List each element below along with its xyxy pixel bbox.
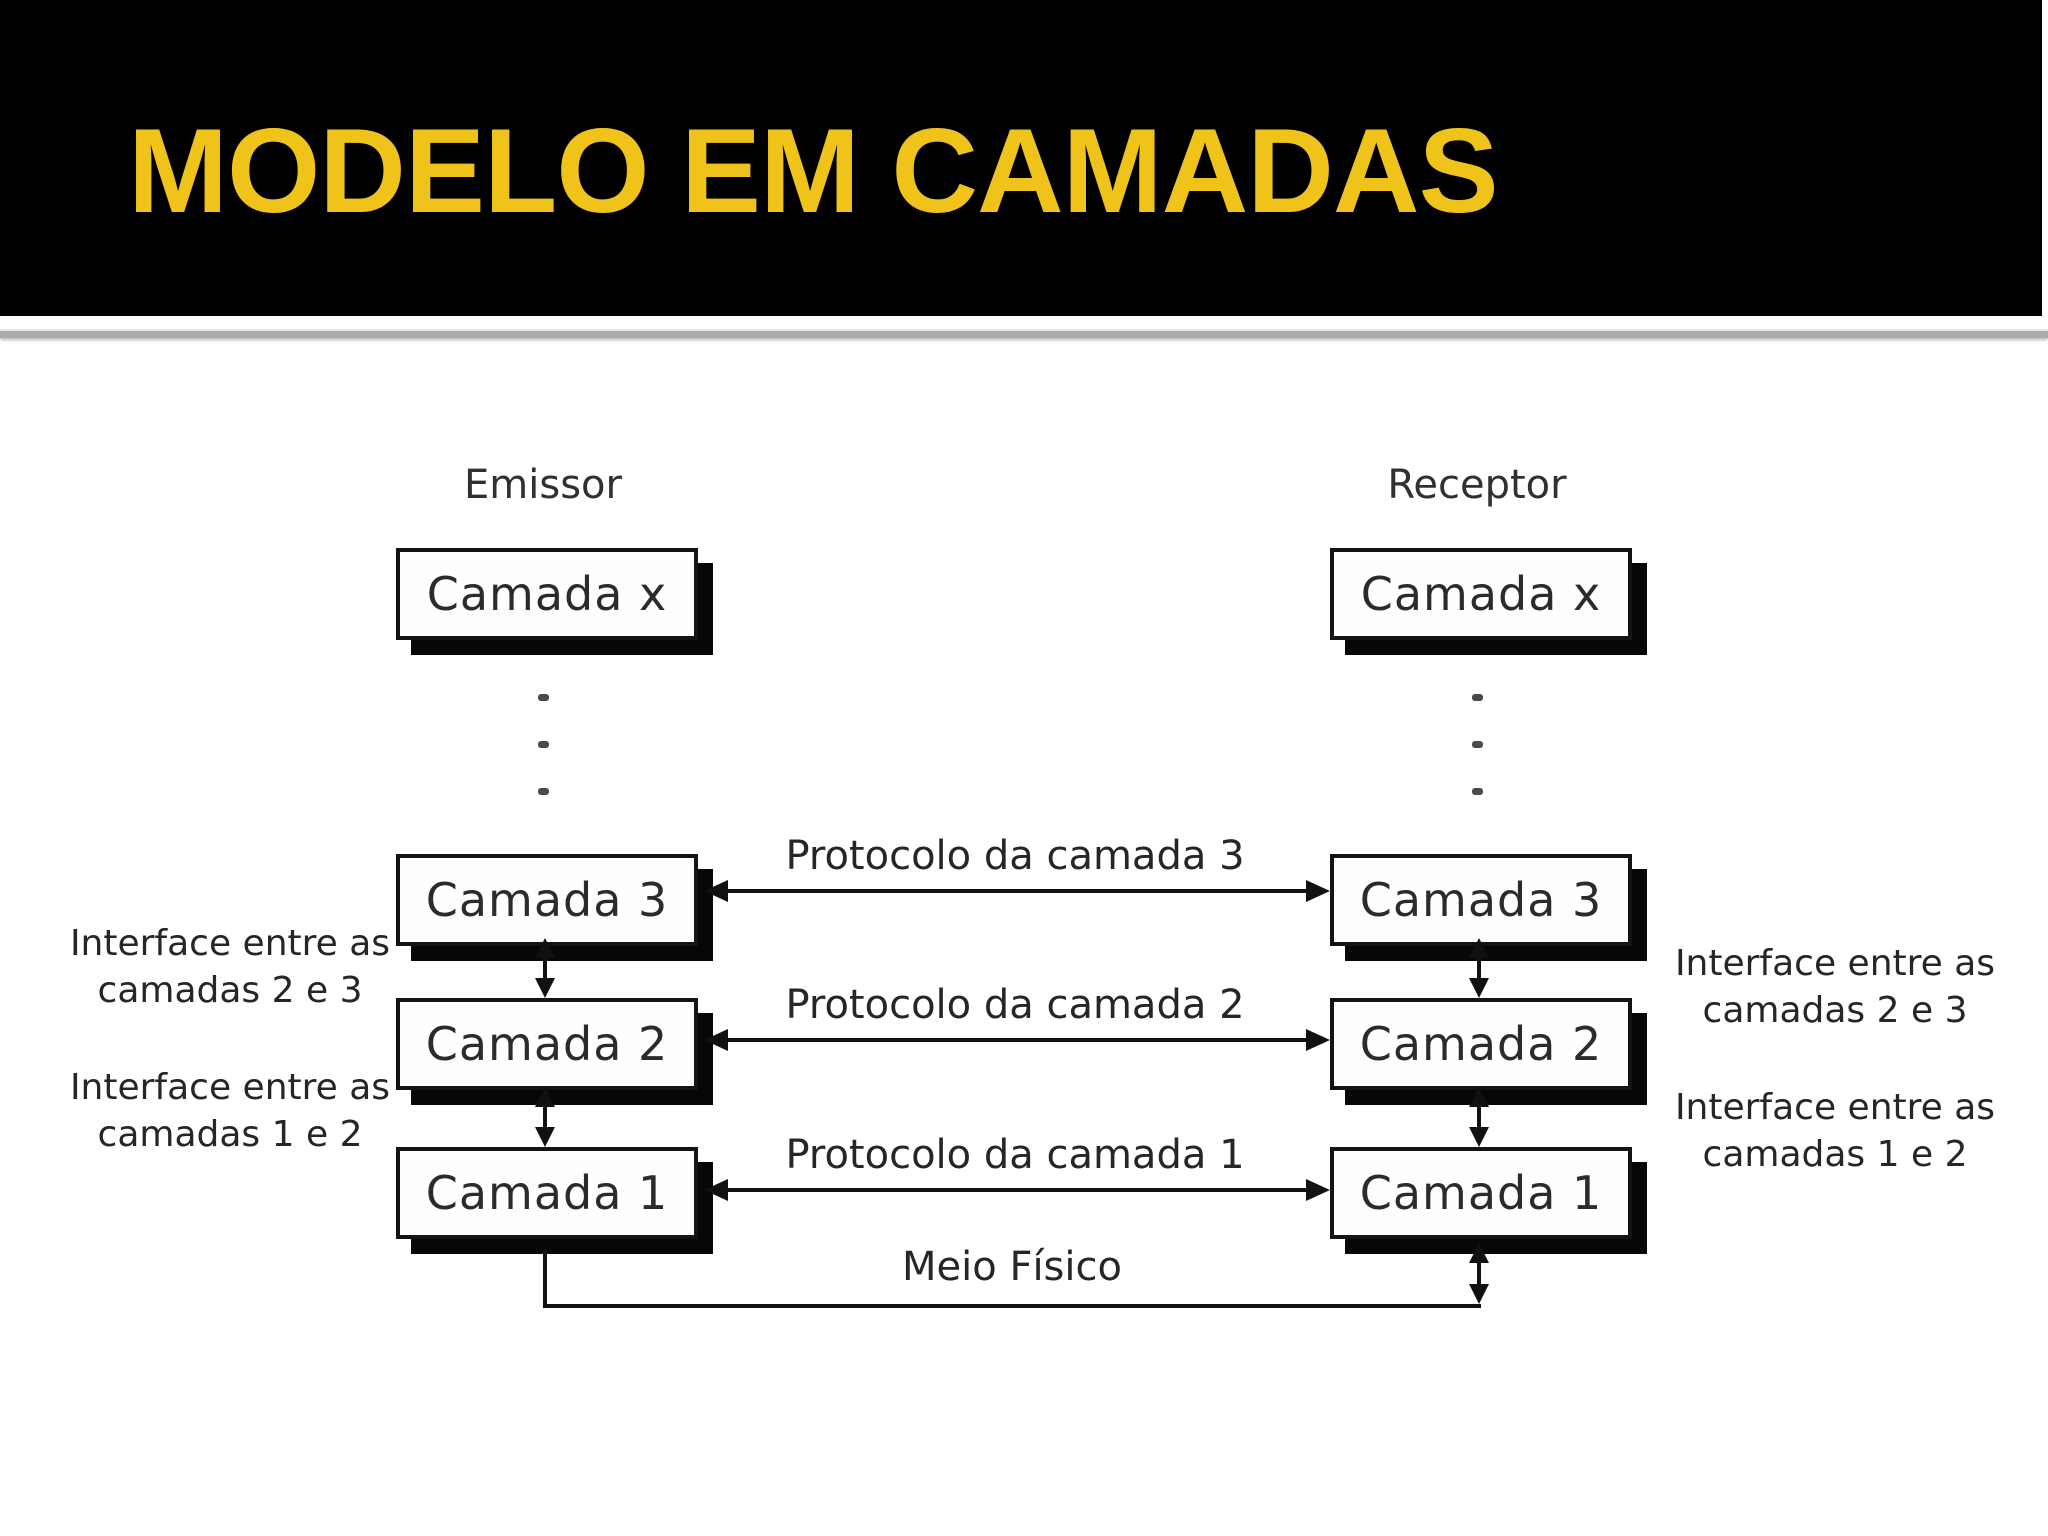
arrowhead-up-icon xyxy=(1469,1243,1489,1263)
receiver-layer-box-camada-2: Camada 2 xyxy=(1330,998,1632,1090)
interface-label-line: camadas 1 e 2 xyxy=(1702,1134,1968,1175)
arrow-shaft xyxy=(543,1105,547,1131)
receiver-column-label: Receptor xyxy=(1387,462,1567,508)
arrow-shaft xyxy=(724,889,1310,893)
arrowhead-down-icon xyxy=(1469,1127,1489,1147)
dot-icon xyxy=(538,694,549,701)
arrowhead-down-icon xyxy=(535,978,555,998)
page-title: MODELO EM CAMADAS xyxy=(128,104,1499,238)
arrow-shaft xyxy=(1477,1105,1481,1131)
arrow-shaft xyxy=(1477,956,1481,982)
emitter-layer-box-camada-x: Camada x xyxy=(396,548,698,640)
interface-label-line: Interface entre as xyxy=(1674,943,1996,984)
title-header-bar xyxy=(0,0,2042,316)
separator-line xyxy=(0,329,2048,338)
arrowhead-up-icon xyxy=(1469,1087,1489,1107)
arrowhead-left-icon xyxy=(704,1179,728,1201)
receiver-layer-box-camada-3: Camada 3 xyxy=(1330,854,1632,946)
physical-medium-line xyxy=(543,1304,1481,1308)
dot-icon xyxy=(1472,741,1483,748)
arrowhead-up-icon xyxy=(535,1087,555,1107)
receiver-layer-box-camada-x: Camada x xyxy=(1330,548,1632,640)
arrowhead-down-icon xyxy=(1469,1284,1489,1304)
arrow-shaft xyxy=(1477,1261,1481,1288)
arrowhead-right-icon xyxy=(1306,1029,1330,1051)
arrow-shaft xyxy=(724,1038,1310,1042)
interface-label-line: Interface entre as xyxy=(69,1067,391,1108)
dot-icon xyxy=(1472,694,1483,701)
emitter-ellipsis-dots xyxy=(538,694,550,795)
protocol-label-2: Protocolo da camada 2 xyxy=(785,982,1245,1028)
dot-icon xyxy=(1472,788,1483,795)
interface-label-line: Interface entre as xyxy=(1674,1087,1996,1128)
arrowhead-down-icon xyxy=(535,1127,555,1147)
arrowhead-right-icon xyxy=(1306,1179,1330,1201)
arrowhead-up-icon xyxy=(535,938,555,958)
arrowhead-left-icon xyxy=(704,880,728,902)
interface-label-line: camadas 1 e 2 xyxy=(97,1114,363,1155)
interface-label-left-1-2: Interface entre as camadas 1 e 2 xyxy=(40,1064,420,1158)
arrow-shaft xyxy=(543,956,547,982)
arrow-shaft xyxy=(724,1188,1310,1192)
interface-label-right-2-3: Interface entre as camadas 2 e 3 xyxy=(1645,940,2025,1034)
arrowhead-right-icon xyxy=(1306,880,1330,902)
interface-label-line: Interface entre as xyxy=(69,923,391,964)
emitter-layer-box-camada-2: Camada 2 xyxy=(396,998,698,1090)
interface-label-left-2-3: Interface entre as camadas 2 e 3 xyxy=(40,920,420,1014)
arrowhead-down-icon xyxy=(1469,978,1489,998)
arrowhead-left-icon xyxy=(704,1029,728,1051)
interface-label-line: camadas 2 e 3 xyxy=(97,970,363,1011)
dot-icon xyxy=(538,741,549,748)
emitter-layer-box-camada-1: Camada 1 xyxy=(396,1147,698,1239)
physical-medium-label: Meio Físico xyxy=(902,1244,1122,1290)
interface-label-line: camadas 2 e 3 xyxy=(1702,990,1968,1031)
receiver-layer-box-camada-1: Camada 1 xyxy=(1330,1147,1632,1239)
dot-icon xyxy=(538,788,549,795)
emitter-drop-line xyxy=(543,1250,547,1308)
arrowhead-up-icon xyxy=(1469,938,1489,958)
protocol-label-3: Protocolo da camada 3 xyxy=(785,833,1245,879)
emitter-layer-box-camada-3: Camada 3 xyxy=(396,854,698,946)
receiver-ellipsis-dots xyxy=(1472,694,1484,795)
protocol-label-1: Protocolo da camada 1 xyxy=(785,1132,1245,1178)
interface-label-right-1-2: Interface entre as camadas 1 e 2 xyxy=(1645,1084,2025,1178)
emitter-column-label: Emissor xyxy=(464,462,622,508)
